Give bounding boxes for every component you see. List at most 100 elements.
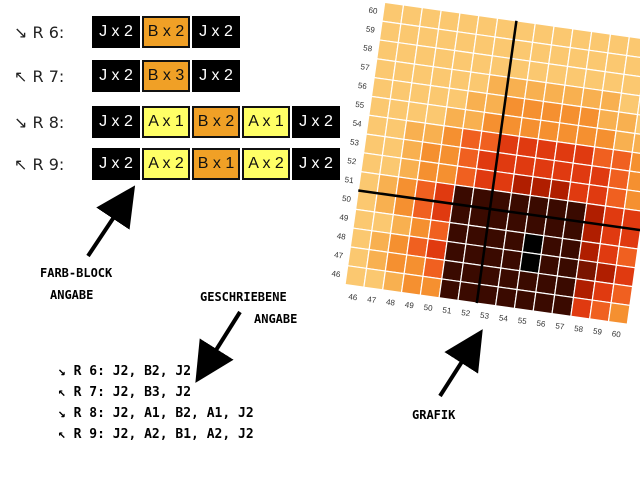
grid-cell [516, 135, 539, 159]
grid-cell [500, 248, 523, 272]
color-block: J x 2 [92, 16, 140, 48]
grid-cell [405, 101, 429, 124]
grid-cell [347, 246, 370, 270]
y-axis-label: 57 [360, 62, 371, 72]
grid-cell [585, 49, 609, 73]
grid-cell [467, 71, 491, 95]
color-block: A x 2 [142, 148, 190, 180]
grid-cell [349, 227, 373, 251]
grid-cell [601, 71, 625, 94]
grid-cell [623, 54, 640, 78]
grid-cell [381, 1, 405, 25]
grid-cell [408, 216, 432, 240]
grid-cell [368, 95, 391, 119]
y-axis-label: 48 [336, 231, 347, 241]
arrow-farb-block [86, 185, 136, 258]
grid-cell [596, 243, 620, 266]
color-block: J x 2 [192, 60, 240, 92]
grid-cell [422, 256, 446, 280]
grid-cell [394, 41, 418, 65]
color-block: B x 2 [142, 16, 190, 48]
grid-cell [537, 253, 561, 277]
grid-cell [535, 272, 558, 296]
grid-cell [378, 20, 402, 44]
grid-cell [548, 178, 572, 202]
grid-cell [408, 82, 432, 106]
arrow-grafik [438, 329, 483, 398]
grid-cell [397, 23, 421, 46]
row-label: ↖ R 9: [14, 154, 65, 174]
grid-cell [553, 140, 577, 164]
grid-cell [387, 232, 411, 256]
grid-cell [502, 229, 526, 253]
grid-cell [551, 294, 575, 317]
grid-cell [419, 275, 443, 299]
grid-cell [572, 277, 596, 301]
grid-cell [572, 143, 596, 167]
grid-cell [588, 299, 612, 323]
y-axis-label: 60 [368, 6, 379, 16]
grid-cell [596, 108, 620, 132]
row-label: ↘ R 8: [14, 112, 65, 132]
grid-cell [456, 12, 480, 36]
grid-cell [531, 22, 555, 46]
grid-cell [513, 154, 537, 178]
grid-cell [376, 39, 399, 63]
grid-cell [370, 76, 394, 100]
x-axis-label: 52 [461, 308, 472, 318]
x-axis-label: 53 [480, 311, 491, 321]
grid-cell [472, 33, 496, 57]
grid-cell [464, 90, 488, 113]
grid-cell [540, 235, 564, 258]
grid-cell [427, 219, 451, 243]
color-block: B x 3 [142, 60, 190, 92]
grid-cell [561, 84, 585, 108]
row-label: ↖ R 7: [14, 66, 65, 86]
grid-cell [438, 278, 462, 302]
color-block: J x 2 [292, 148, 340, 180]
grid-cell [620, 73, 640, 97]
grid-cell [577, 106, 601, 129]
grid-cell [566, 46, 590, 70]
grid-cell [470, 52, 493, 76]
grid-cell [494, 286, 518, 310]
grid-cell [588, 30, 612, 54]
y-axis-label: 58 [363, 43, 374, 53]
grid-cell [443, 240, 467, 264]
grid-cell [583, 68, 606, 92]
grid-cell [368, 230, 392, 253]
grid-cell [362, 133, 386, 157]
color-block: A x 1 [142, 106, 190, 138]
grid-cell [384, 251, 408, 275]
color-block: B x 2 [192, 106, 240, 138]
written-row: ↖ R 7: J2, B3, J2 [58, 385, 192, 400]
grid-cell [569, 162, 593, 186]
y-axis-label: 51 [344, 175, 355, 185]
grid-cell [607, 33, 630, 57]
grid-cell [421, 122, 445, 146]
grid-cell [446, 221, 470, 245]
grid-cell [599, 89, 623, 113]
grid-cell [446, 87, 469, 111]
section-line [358, 189, 640, 232]
y-axis-label: 59 [365, 25, 376, 35]
grid-cell [400, 273, 424, 296]
grid-cell [400, 138, 424, 162]
color-block: B x 1 [192, 148, 240, 180]
grid-cell [363, 267, 387, 291]
grid-cell [534, 138, 558, 162]
y-axis-label: 52 [347, 156, 358, 166]
grid-cell [344, 265, 368, 288]
grid-cell [569, 28, 593, 51]
caption-geschriebene: GESCHRIEBENE ANGABE [200, 290, 298, 326]
grid-cell [382, 270, 405, 294]
grid-cell [416, 160, 440, 183]
grid-cell [631, 132, 640, 156]
grid-cell [513, 288, 537, 312]
grid-cell [389, 213, 413, 237]
grid-cell [610, 148, 633, 172]
grid-cell [397, 157, 421, 181]
y-axis-label: 53 [349, 137, 360, 147]
